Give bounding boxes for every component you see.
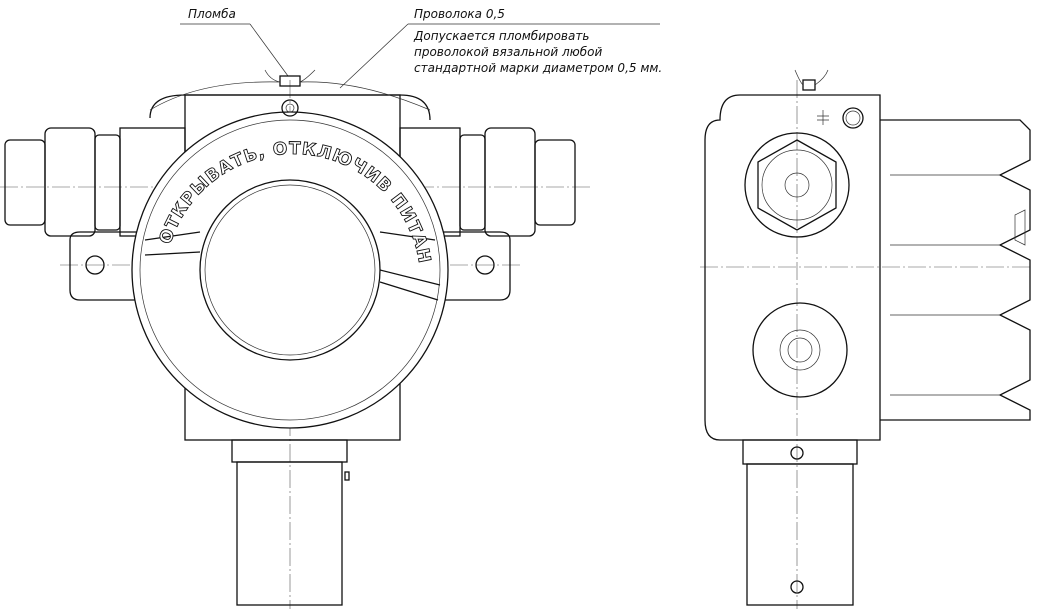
note-line-3: стандартной марки диаметром 0,5 мм. xyxy=(414,61,662,75)
side-view xyxy=(700,69,1031,609)
seal xyxy=(279,75,301,87)
note-line-2: проволокой вязальной любой xyxy=(414,45,603,59)
front-view: ОТКРЫВАТЬ, ОТКЛЮЧИВ ПИТАНИЕ! xyxy=(0,0,590,609)
seal-label: Пломба xyxy=(188,7,236,21)
note-line-1: Допускается пломбировать xyxy=(413,29,589,43)
leader-lines xyxy=(180,23,660,89)
wire-label: Проволока 0,5 xyxy=(414,7,505,21)
